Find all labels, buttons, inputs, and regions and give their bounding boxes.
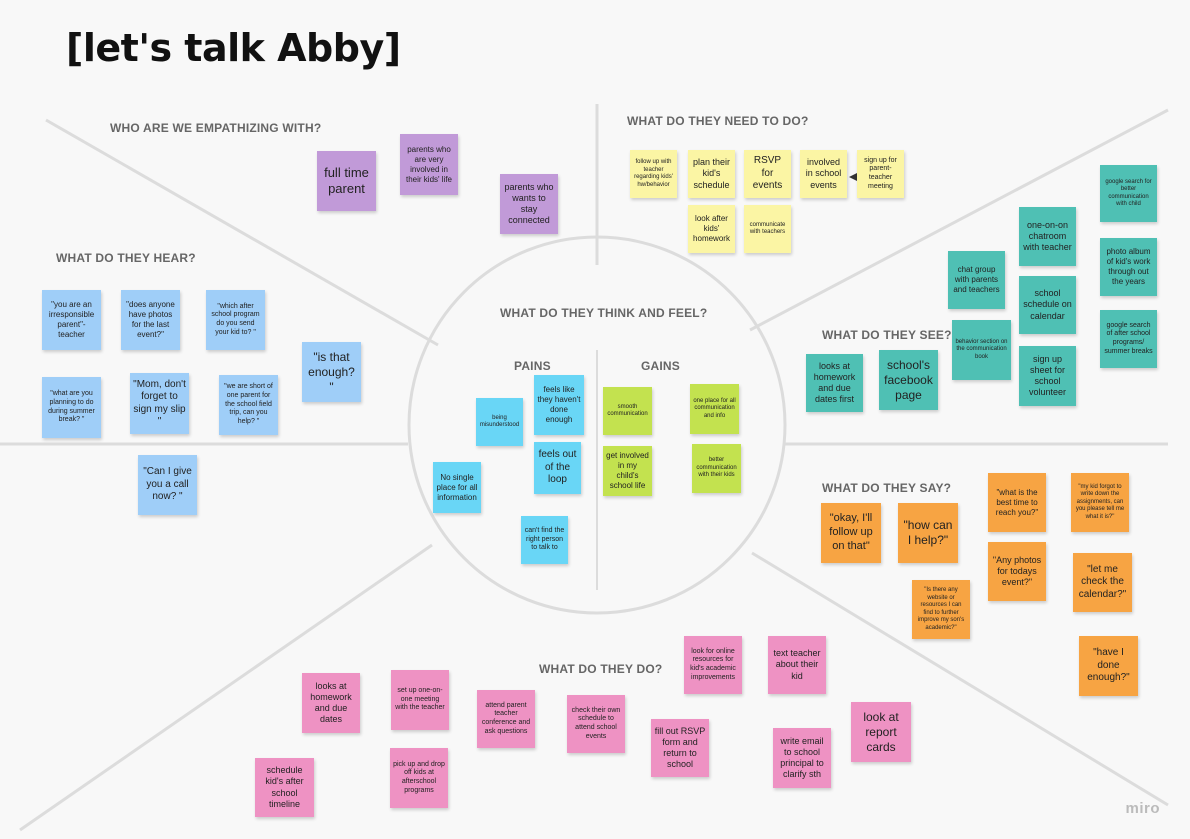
sticky-note[interactable]: full time parent — [317, 151, 376, 211]
sticky-note[interactable]: photo album of kid's work through out th… — [1100, 238, 1157, 296]
sticky-note[interactable]: behavior section on the communication bo… — [952, 320, 1011, 380]
sticky-note[interactable]: parents who wants to stay connected — [500, 174, 558, 234]
sticky-note[interactable]: better communication with their kids — [692, 444, 741, 493]
sticky-note[interactable]: "what are you planning to do during summ… — [42, 377, 101, 438]
sticky-note[interactable]: No single place for all information — [433, 462, 481, 513]
sticky-note[interactable]: look after kids' homework — [688, 205, 735, 253]
sticky-note[interactable]: smooth communication — [603, 387, 652, 435]
sticky-note[interactable]: can't find the right person to talk to — [521, 516, 568, 564]
sticky-note[interactable]: "Any photos for todays event?" — [988, 542, 1046, 601]
sticky-note[interactable]: write email to school principal to clari… — [773, 728, 831, 788]
section-title-gains: GAINS — [641, 359, 681, 373]
miro-logo: miro — [1125, 800, 1160, 817]
sticky-note[interactable]: looks at homework and due dates — [302, 673, 360, 733]
sticky-note[interactable]: one place for all communication and info — [690, 384, 739, 434]
sticky-note[interactable]: "what is the best time to reach you?" — [988, 473, 1046, 532]
sticky-note[interactable]: school schedule on calendar — [1019, 276, 1076, 334]
sticky-note[interactable]: being misunderstood — [476, 398, 523, 446]
sticky-note[interactable]: sign up for parent-teacher meeting — [857, 150, 904, 198]
sticky-note[interactable]: "my kid forgot to write down the assignm… — [1071, 473, 1129, 532]
sticky-note[interactable]: look at report cards — [851, 702, 911, 762]
section-title-empathizing: WHO ARE WE EMPATHIZING WITH? — [110, 121, 322, 135]
sticky-note[interactable]: "Mom, don't forget to sign my slip " — [130, 373, 189, 434]
sticky-note[interactable]: "have I done enough?" — [1079, 636, 1138, 696]
sticky-note[interactable]: google search for better communication w… — [1100, 165, 1157, 222]
sticky-note[interactable]: looks at homework and due dates first — [806, 354, 863, 412]
sticky-note[interactable]: "does anyone have photos for the last ev… — [121, 290, 180, 350]
sticky-note[interactable]: "we are short of one parent for the scho… — [219, 375, 278, 435]
section-title-hear: WHAT DO THEY HEAR? — [56, 251, 196, 265]
sticky-note[interactable]: google search of after school programs/ … — [1100, 310, 1157, 368]
sticky-note[interactable]: "okay, I'll follow up on that" — [821, 503, 881, 563]
sticky-note[interactable]: schedule kid's after school timeline — [255, 758, 314, 817]
section-title-say: WHAT DO THEY SAY? — [822, 481, 952, 495]
sticky-note[interactable]: "is that enough? " — [302, 342, 361, 402]
sticky-note[interactable]: follow up with teacher regarding kids' h… — [630, 150, 677, 198]
sticky-note[interactable]: plan their kid's schedule — [688, 150, 735, 198]
sticky-note[interactable]: feels out of the loop — [534, 442, 581, 494]
sticky-note[interactable]: "you are an irresponsible parent"- teach… — [42, 290, 101, 350]
section-title-pains: PAINS — [514, 359, 551, 373]
sticky-note[interactable]: feels like they haven't done enough — [534, 375, 584, 435]
sticky-note[interactable]: "which after school program do you send … — [206, 290, 265, 350]
sticky-note[interactable]: fill out RSVP form and return to school — [651, 719, 709, 777]
sticky-note[interactable]: check their own schedule to attend schoo… — [567, 695, 625, 753]
sticky-note[interactable]: "Is there any website or resources I can… — [912, 580, 970, 639]
sticky-note[interactable]: get involved in my child's school life — [603, 446, 652, 496]
sticky-note[interactable]: set up one-on-one meeting with the teach… — [391, 670, 449, 730]
board-title: [let's talk Abby] — [66, 26, 401, 70]
sticky-note[interactable]: chat group with parents and teachers — [948, 251, 1005, 309]
sticky-note[interactable]: parents who are very involved in their k… — [400, 134, 458, 195]
section-title-do: WHAT DO THEY DO? — [539, 662, 663, 676]
sticky-note[interactable]: communicate with teachers — [744, 205, 791, 253]
section-title-see: WHAT DO THEY SEE? — [822, 328, 952, 342]
sticky-note[interactable]: school's facebook page — [879, 350, 938, 410]
sticky-note[interactable]: RSVP for events — [744, 150, 791, 198]
sticky-note[interactable]: text teacher about their kid — [768, 636, 826, 694]
sticky-note[interactable]: one-on-on chatroom with teacher — [1019, 207, 1076, 266]
sticky-note[interactable]: pick up and drop off kids at afterschool… — [390, 748, 448, 808]
sticky-note[interactable]: sign up sheet for school volunteer — [1019, 346, 1076, 406]
sticky-note[interactable]: involved in school events — [800, 150, 847, 198]
sticky-note[interactable]: "let me check the calendar?" — [1073, 553, 1132, 612]
sticky-note[interactable]: "how can I help?" — [898, 503, 958, 563]
sticky-note[interactable]: look for online resources for kid's acad… — [684, 636, 742, 694]
sticky-note[interactable]: attend parent teacher conference and ask… — [477, 690, 535, 748]
section-title-think-feel: WHAT DO THEY THINK AND FEEL? — [500, 306, 708, 320]
sticky-note[interactable]: "Can I give you a call now? " — [138, 455, 197, 515]
section-title-need: WHAT DO THEY NEED TO DO? — [627, 114, 809, 128]
